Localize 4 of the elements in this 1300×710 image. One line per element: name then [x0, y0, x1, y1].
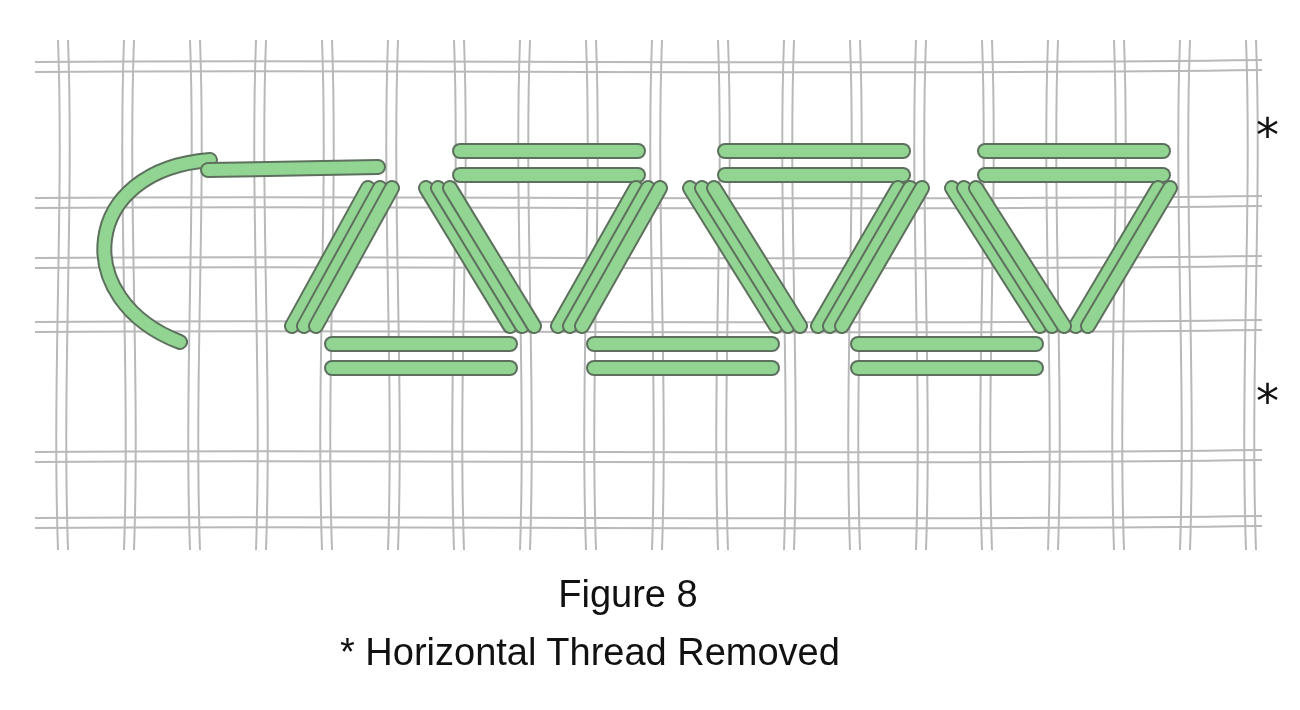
asterisk-mark: * — [1256, 112, 1279, 158]
figure-caption: Figure 8 — [557, 574, 699, 616]
footnote-text: * Horizontal Thread Removed — [340, 632, 840, 674]
asterisk-mark: * — [1256, 378, 1279, 424]
